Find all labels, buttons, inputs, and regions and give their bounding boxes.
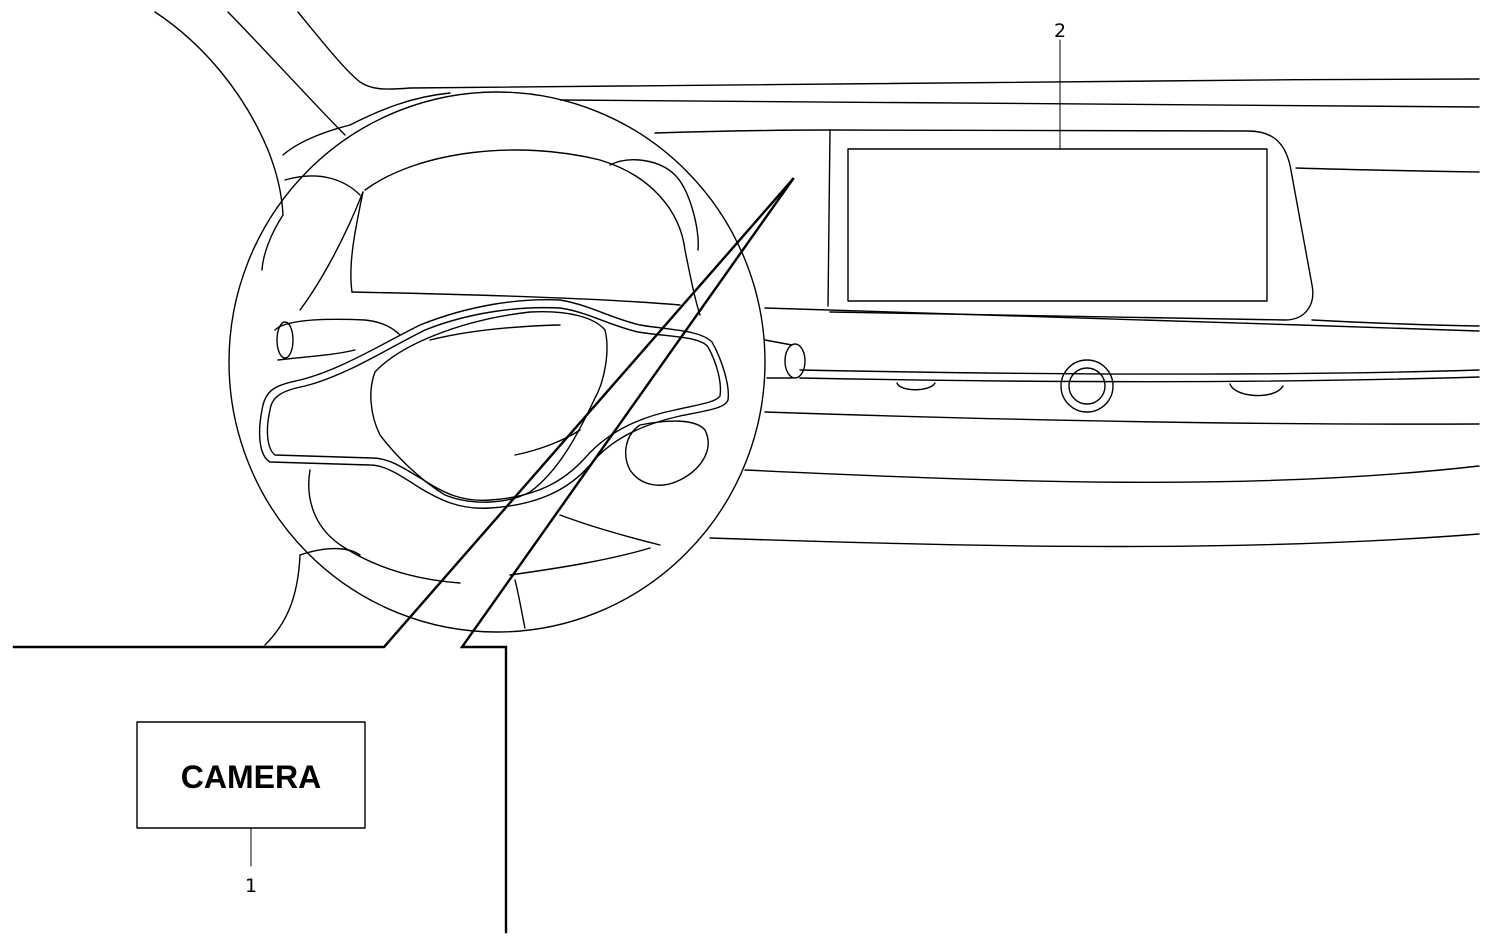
a-pillar [154,11,451,216]
callout-1: 1 [245,875,257,897]
camera-button[interactable]: CAMERA [136,721,366,829]
steering-wheel-rim-inner [364,149,701,316]
right-control-slot [1229,383,1284,397]
center-display [827,129,1480,327]
dashboard-trim [709,307,1480,548]
callout-2: 2 [1054,20,1066,42]
left-control-slot [896,382,936,391]
steering-wheel-rim-outer [228,91,766,633]
control-knob-icon [1060,359,1114,413]
instrument-cluster-hood [299,191,681,311]
steering-hub-outer [258,299,729,509]
zoom-wedge [12,177,795,934]
camera-button-label: CAMERA [181,759,321,795]
display-screen [847,148,1268,302]
steering-wheel [228,91,766,646]
steering-stalk [764,339,806,379]
dashboard-top-edge [409,78,1480,134]
